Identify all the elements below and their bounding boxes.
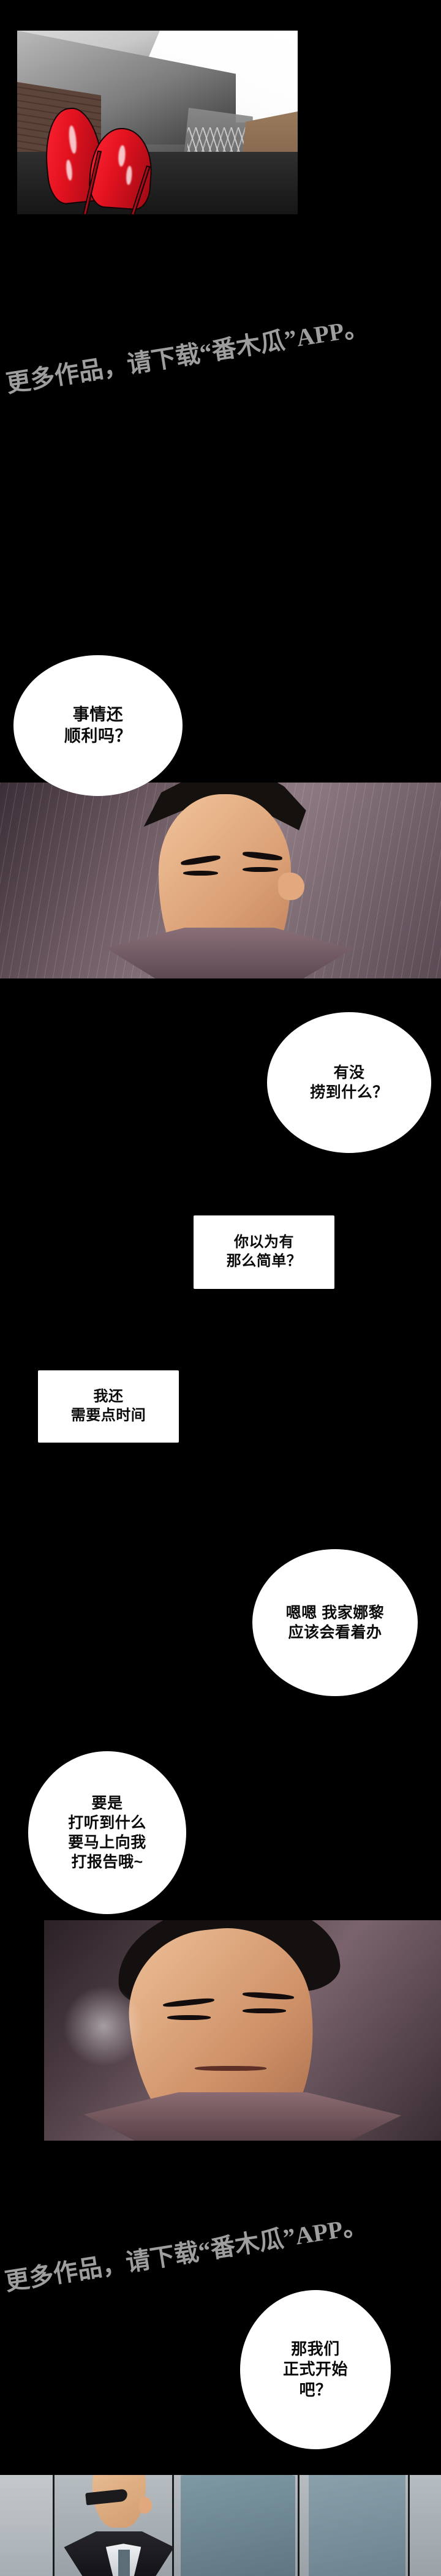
speech-bubble-catch-any: 有没 捞到什么？ xyxy=(267,1012,431,1153)
speech-bubble-report: 要是 打听到什么 要马上向我 打报告哦~ xyxy=(28,1751,186,1914)
panel-man-closeup xyxy=(0,783,441,978)
speech-bubble-so-simple: 你以为有 那么简单？ xyxy=(194,1215,334,1289)
speech-bubble-need-time: 我还 需要点时间 xyxy=(38,1370,179,1443)
panel-alley xyxy=(17,31,298,214)
corridor-wall xyxy=(0,2475,53,2576)
necktie xyxy=(118,2550,130,2576)
watermark-top: 更多作品，请下载“番木瓜”APP。 xyxy=(4,313,371,398)
ear xyxy=(277,873,304,900)
wall-seam xyxy=(172,2475,174,2576)
bubble-line: 打报告哦~ xyxy=(71,1853,143,1871)
wall-seam xyxy=(53,2475,55,2576)
heel-shine xyxy=(117,145,126,167)
bubble-line: 事情还 xyxy=(72,705,124,724)
eye-left xyxy=(167,2015,211,2020)
bubble-line: 捞到什么？ xyxy=(310,1084,388,1101)
bubble-line: 顺利吗？ xyxy=(64,727,132,745)
bubble-line: 应该会看着办 xyxy=(288,1624,382,1641)
bubble-line: 要马上向我 xyxy=(68,1834,146,1851)
heel-shine xyxy=(68,125,78,154)
bubble-line: 你以为有 xyxy=(234,1234,294,1251)
panel-bodyguard xyxy=(0,2475,441,2576)
window xyxy=(181,2475,296,2576)
eye-right xyxy=(243,2008,287,2013)
jacket xyxy=(83,2092,402,2141)
bubble-line: 那么简单？ xyxy=(226,1253,302,1269)
heel-shine xyxy=(65,159,73,181)
panel-man-sweat xyxy=(44,1920,441,2141)
mouth xyxy=(195,2065,266,2071)
speech-bubble-going-well: 事情还 顺利吗？ xyxy=(13,655,183,796)
watermark-bottom: 更多作品，请下载“番木瓜”APP。 xyxy=(2,2211,369,2296)
bubble-line: 需要点时间 xyxy=(70,1407,146,1424)
eye-left xyxy=(183,871,219,876)
wall-seam xyxy=(408,2475,410,2576)
bubble-line: 正式开始 xyxy=(282,2360,349,2379)
bubble-line: 要是 xyxy=(91,1795,123,1812)
heel-shine xyxy=(126,165,133,185)
ear xyxy=(138,2497,153,2514)
speech-bubble-start-now: 那我们 正式开始 吧？ xyxy=(240,2290,391,2449)
bubble-line: 打听到什么 xyxy=(68,1814,146,1831)
glow-highlight xyxy=(59,1986,148,2066)
bubble-line: 我还 xyxy=(93,1388,124,1405)
eye-right xyxy=(243,866,278,872)
bubble-line: 吧？ xyxy=(299,2380,332,2399)
bubble-line: 嗯嗯 我家娜黎 xyxy=(285,1604,385,1621)
bubble-line: 那我们 xyxy=(291,2340,340,2359)
bubble-line: 有没 xyxy=(333,1064,365,1081)
window-secondary xyxy=(309,2475,406,2576)
wall-seam xyxy=(298,2475,300,2576)
speech-bubble-nali: 嗯嗯 我家娜黎 应该会看着办 xyxy=(252,1549,418,1696)
